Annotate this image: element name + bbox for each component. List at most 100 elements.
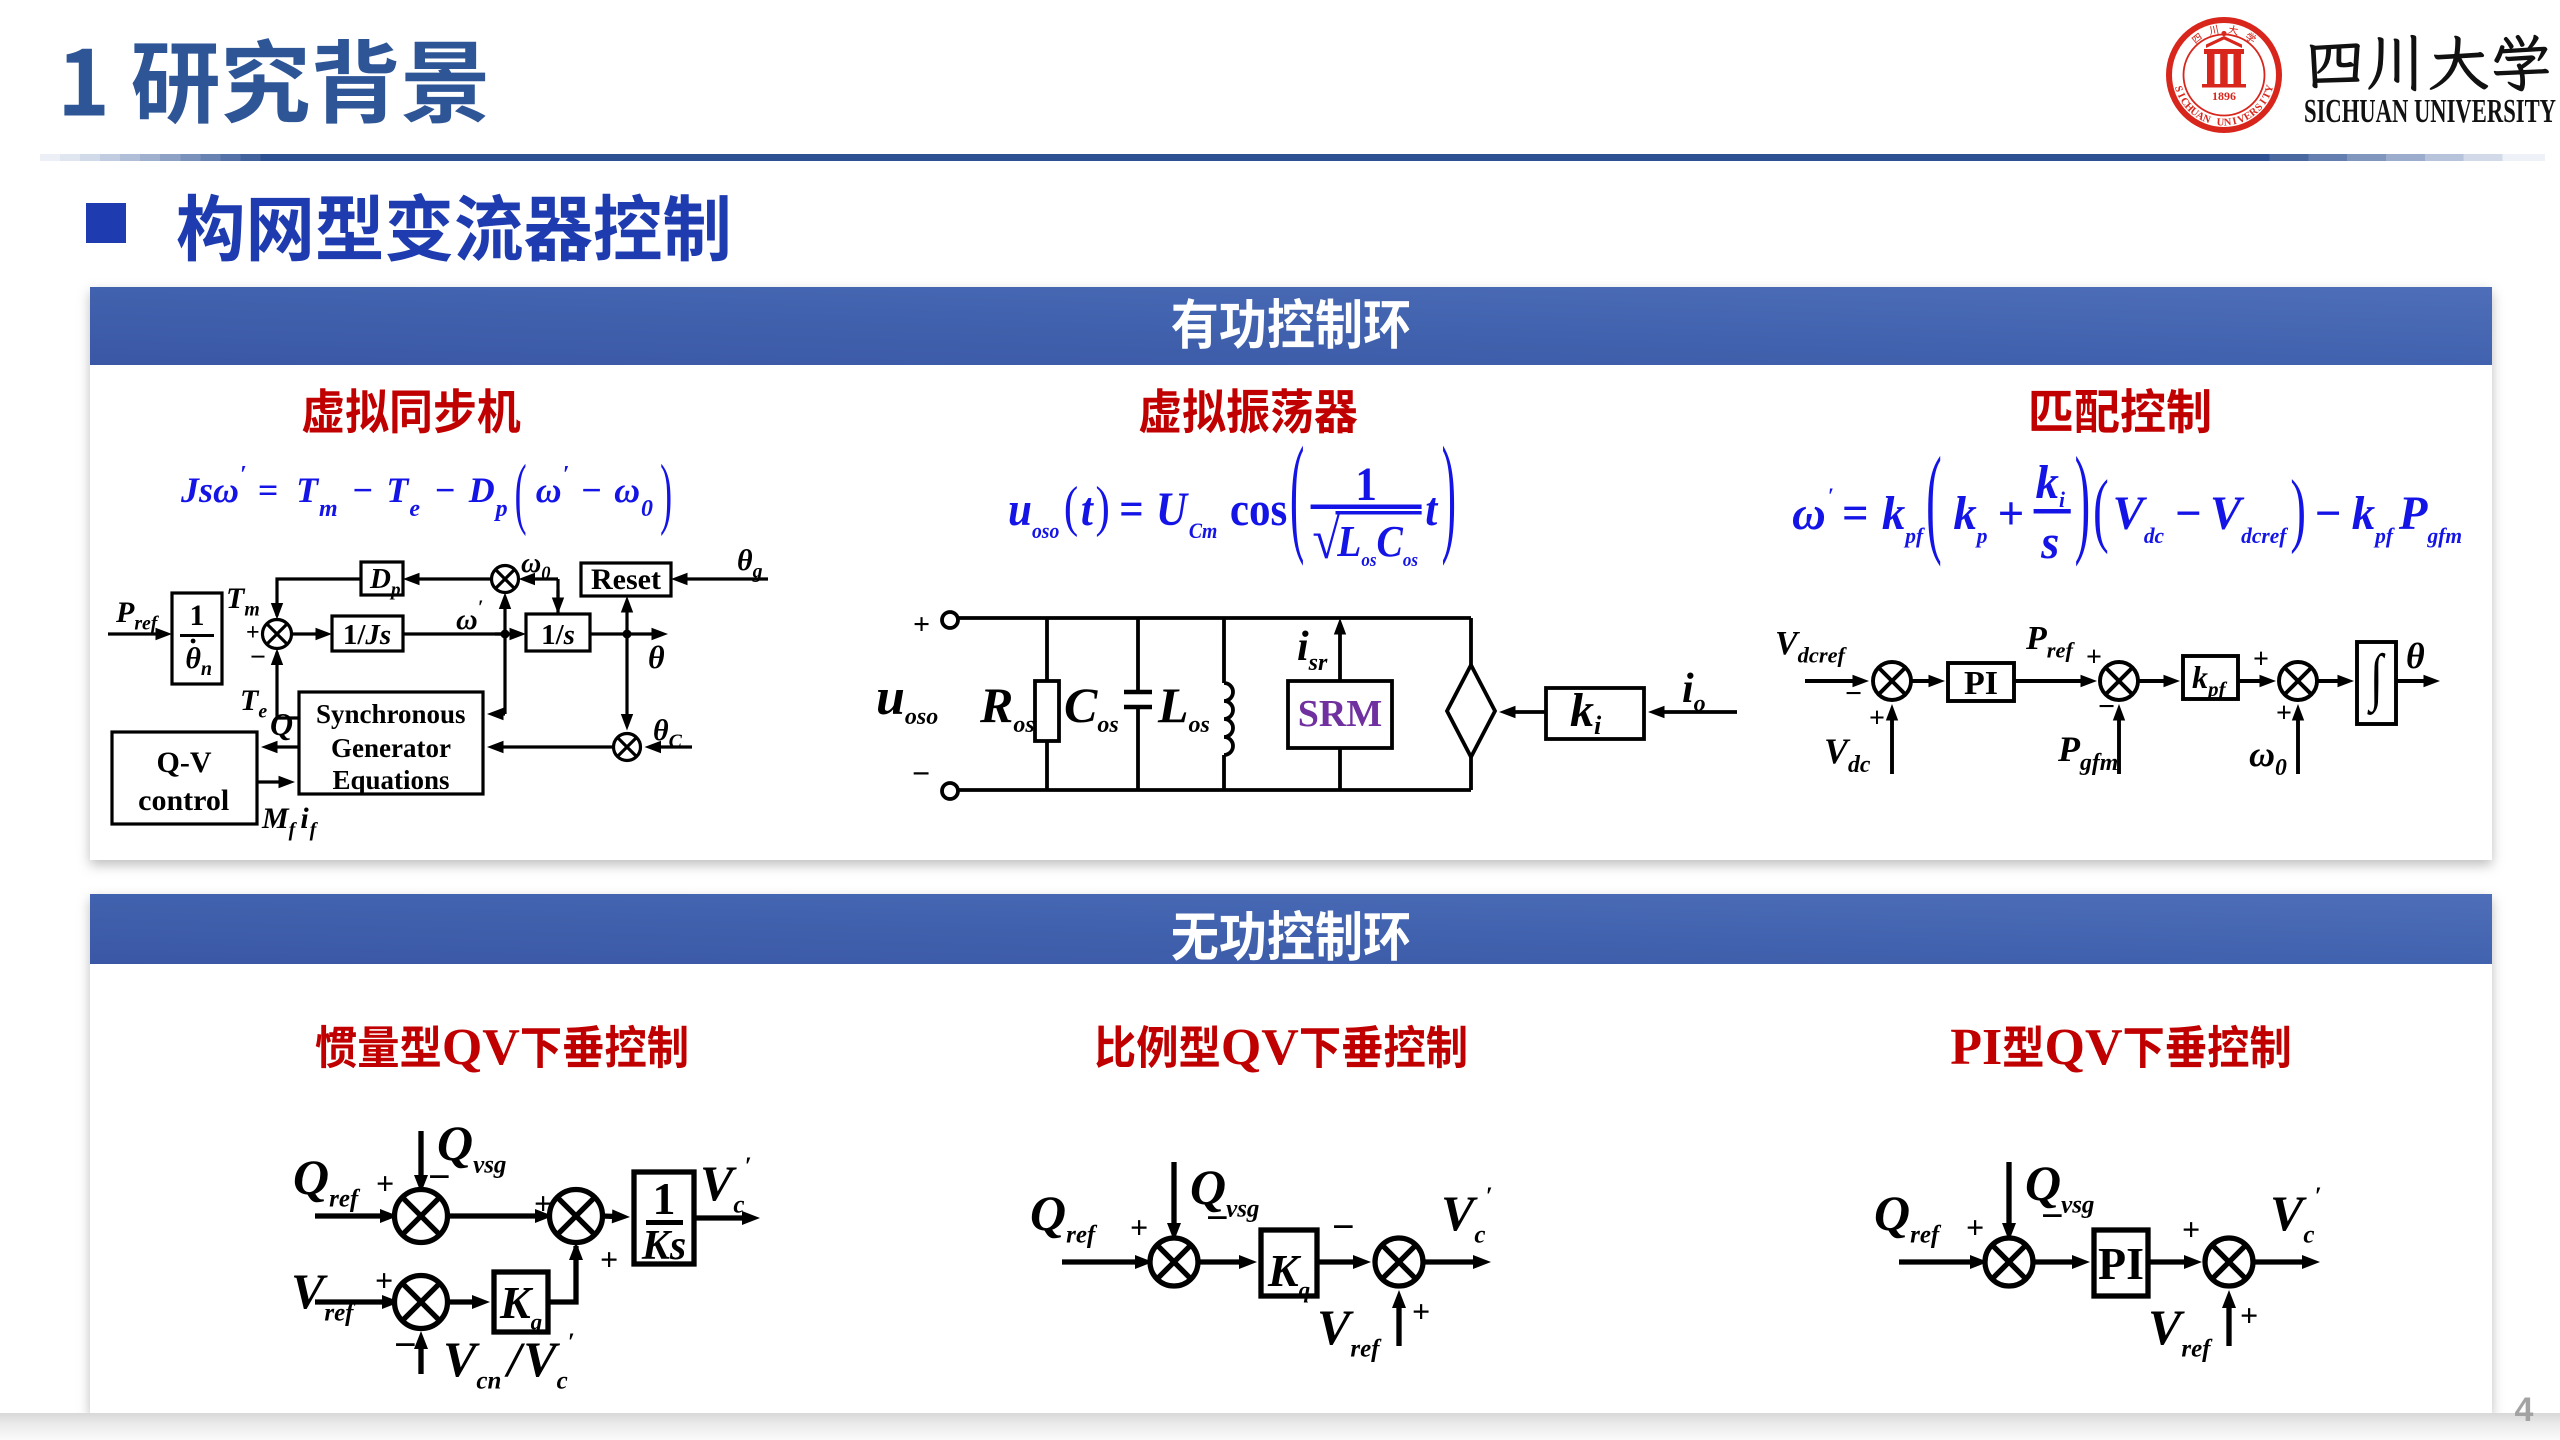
svg-text:S: S — [2172, 85, 2184, 94]
svg-text:+: + — [1130, 1209, 1148, 1245]
svg-text:os: os — [1097, 712, 1118, 738]
svg-text:control: control — [138, 784, 229, 817]
svg-text:cn: cn — [476, 1368, 501, 1395]
svg-text:θ: θ — [737, 544, 753, 577]
svg-text:−: − — [352, 470, 374, 510]
svg-text:θ: θ — [653, 714, 669, 747]
svg-text:k: k — [2352, 487, 2376, 540]
svg-text:′: ′ — [563, 462, 570, 488]
svg-text:−: − — [1206, 1195, 1229, 1240]
svg-text:os: os — [1403, 549, 1418, 570]
svg-text:M: M — [261, 802, 290, 835]
svg-text:+: + — [375, 1262, 393, 1298]
svg-text:SICHUAN UNIVERSITY: SICHUAN UNIVERSITY — [2304, 93, 2556, 130]
svg-text:′: ′ — [1485, 1183, 1492, 1210]
svg-text:m: m — [319, 496, 338, 522]
svg-text:k: k — [1953, 487, 1977, 540]
svg-text:Synchronous: Synchronous — [316, 699, 466, 729]
svg-text:q: q — [1299, 1278, 1311, 1303]
svg-text:ω: ω — [536, 470, 562, 510]
svg-text:s: s — [2040, 516, 2059, 569]
svg-text:oso: oso — [905, 704, 938, 730]
svg-text:pf: pf — [2206, 677, 2228, 701]
svg-text:P: P — [2057, 729, 2081, 769]
svg-text:−: − — [2174, 487, 2202, 540]
svg-text:V: V — [2270, 1185, 2307, 1241]
svg-text:): ) — [660, 449, 672, 537]
svg-text:+: + — [1412, 1293, 1430, 1329]
svg-text:p: p — [389, 579, 401, 600]
svg-text:′: ′ — [478, 596, 484, 618]
svg-text:PI: PI — [1950, 1019, 2002, 1076]
svg-text:Generator: Generator — [331, 733, 451, 763]
svg-text:i: i — [1297, 624, 1309, 670]
svg-text:p: p — [1975, 524, 1988, 548]
svg-text:4: 4 — [2515, 1391, 2534, 1429]
svg-text:(: ( — [1064, 474, 1078, 537]
svg-text:+: + — [1997, 487, 2024, 540]
svg-text:=: = — [258, 470, 278, 510]
svg-text:Q: Q — [270, 706, 293, 742]
svg-text:k: k — [2036, 456, 2060, 509]
svg-text:g: g — [752, 561, 763, 583]
svg-text:Q: Q — [293, 1149, 329, 1205]
svg-text:−: − — [580, 470, 602, 510]
svg-text:e: e — [258, 701, 267, 723]
svg-text:u: u — [876, 669, 905, 726]
svg-text:Reset: Reset — [591, 563, 661, 596]
svg-text:Q: Q — [1030, 1185, 1066, 1241]
svg-text:U: U — [1156, 482, 1189, 536]
svg-text:(: ( — [2093, 462, 2109, 554]
svg-text:Y: Y — [2264, 83, 2277, 94]
svg-text:−: − — [250, 642, 266, 673]
svg-text:dcref: dcref — [1798, 643, 1848, 668]
svg-text:′: ′ — [1828, 484, 1834, 508]
svg-text:−: − — [2041, 1193, 2064, 1238]
svg-text:ref: ref — [134, 613, 159, 635]
svg-text:θ: θ — [648, 639, 665, 675]
svg-text:∫: ∫ — [2367, 643, 2386, 716]
svg-text:o: o — [1694, 691, 1706, 717]
svg-text:N: N — [2201, 113, 2212, 126]
svg-text:V: V — [443, 1331, 480, 1387]
svg-text:−: − — [1845, 677, 1862, 710]
svg-text:os: os — [1361, 549, 1376, 570]
svg-text:ref: ref — [1350, 1336, 1382, 1363]
svg-text:os: os — [1189, 712, 1210, 738]
svg-text:0: 0 — [2275, 755, 2287, 781]
svg-text:V: V — [700, 1155, 737, 1211]
svg-text:/: / — [503, 1331, 525, 1387]
svg-text:L: L — [1157, 677, 1189, 733]
svg-text:−: − — [428, 1154, 451, 1199]
svg-text:Q: Q — [437, 1115, 473, 1171]
svg-text:os: os — [1013, 712, 1034, 738]
svg-text:−: − — [394, 1322, 417, 1367]
svg-text:dc: dc — [1848, 752, 1871, 778]
svg-text:): ) — [2075, 432, 2091, 567]
svg-text:f: f — [289, 819, 298, 841]
svg-text:(: ( — [1926, 432, 1942, 567]
svg-text:i: i — [2059, 488, 2065, 512]
svg-text:+: + — [1966, 1209, 1984, 1245]
svg-text:ω: ω — [456, 603, 478, 636]
svg-text:+: + — [2276, 698, 2292, 729]
svg-text:−: − — [2314, 487, 2342, 540]
svg-text:θ: θ — [2406, 636, 2425, 676]
svg-text:0: 0 — [541, 563, 550, 583]
svg-text:Q: Q — [1190, 1159, 1226, 1215]
svg-text:k: k — [1882, 487, 1906, 540]
svg-text:+: + — [2086, 642, 2102, 673]
svg-text:1896: 1896 — [2212, 89, 2236, 103]
svg-text:q: q — [531, 1310, 543, 1335]
svg-text:ω: ω — [1792, 487, 1826, 540]
svg-text:+: + — [376, 1165, 394, 1201]
svg-text:P: P — [115, 596, 135, 629]
svg-text:K: K — [1267, 1245, 1302, 1296]
svg-text:pf: pf — [2373, 524, 2396, 548]
svg-text:n: n — [201, 658, 212, 680]
svg-text:S: S — [2253, 102, 2265, 114]
svg-text:V: V — [523, 1331, 560, 1387]
svg-text:+: + — [2240, 1297, 2258, 1333]
svg-text:c: c — [733, 1192, 744, 1219]
svg-text:V: V — [1775, 625, 1800, 662]
